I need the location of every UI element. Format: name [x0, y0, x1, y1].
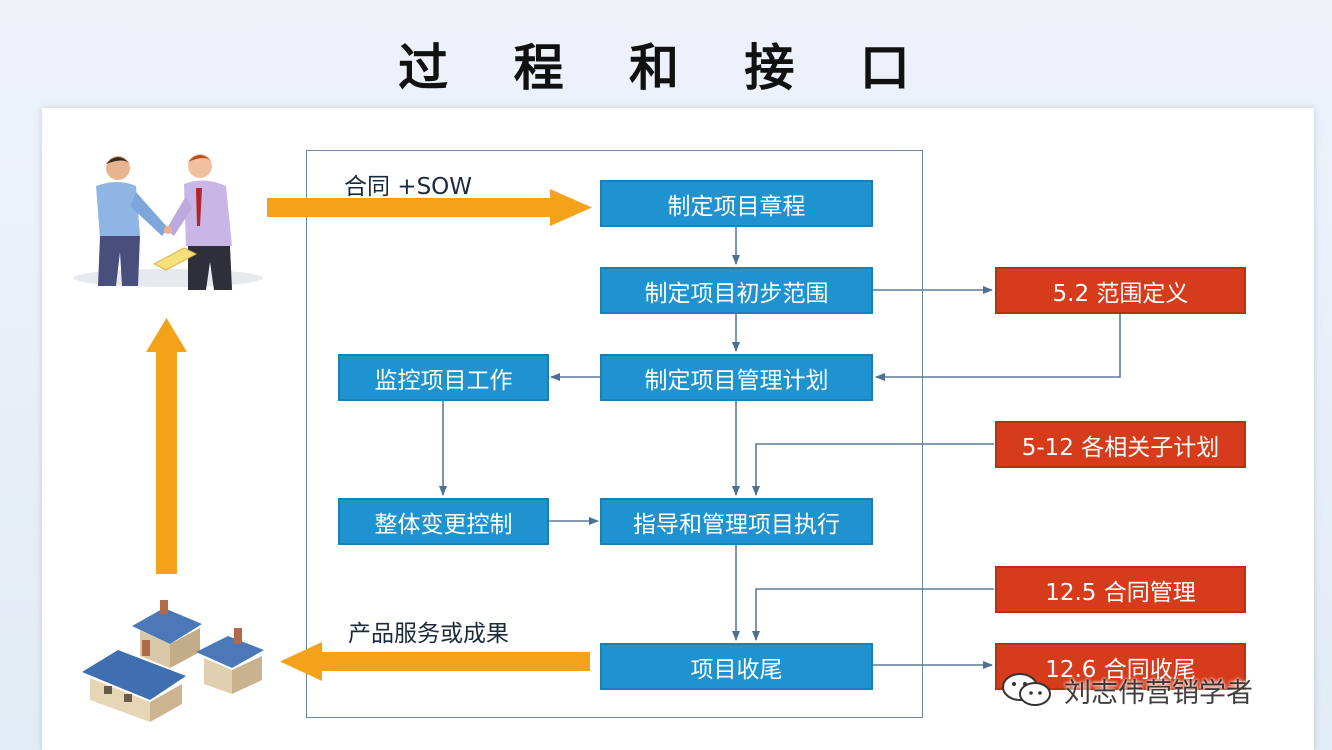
- input-label: 合同 +SOW: [344, 174, 473, 200]
- output-label: 产品服务或成果: [348, 621, 509, 647]
- watermark-text: 刘志伟营销学者: [1064, 677, 1253, 709]
- scope-box: 制定项目初步范围: [600, 267, 873, 314]
- connector-subplans-execute: [752, 443, 994, 496]
- wechat-icon: [1002, 673, 1051, 706]
- sub-plans-box: 5-12 各相关子计划: [995, 421, 1246, 468]
- process-frame: [306, 150, 923, 718]
- page-title: 过 程 和 接 口: [398, 39, 934, 97]
- feedback-arrow: [146, 318, 187, 574]
- input-arrow: [267, 189, 592, 226]
- monitor-box: 监控项目工作: [338, 354, 549, 401]
- change-box: 整体变更控制: [338, 498, 549, 545]
- plan-box: 制定项目管理计划: [600, 354, 873, 401]
- watermark: 刘志伟营销学者: [1000, 670, 1253, 710]
- connector-scopedef-plan: [875, 314, 1121, 381]
- houses-illustration: [82, 600, 264, 722]
- connector-contractmgmt-close: [752, 588, 994, 641]
- close-box: 项目收尾: [600, 643, 873, 690]
- charter-box: 制定项目章程: [600, 180, 873, 227]
- execute-box: 指导和管理项目执行: [600, 498, 873, 545]
- contract-management-box: 12.5 合同管理: [995, 566, 1246, 613]
- handshake-illustration: [73, 154, 263, 290]
- output-arrow: [280, 642, 590, 681]
- scope-definition-box: 5.2 范围定义: [995, 267, 1246, 314]
